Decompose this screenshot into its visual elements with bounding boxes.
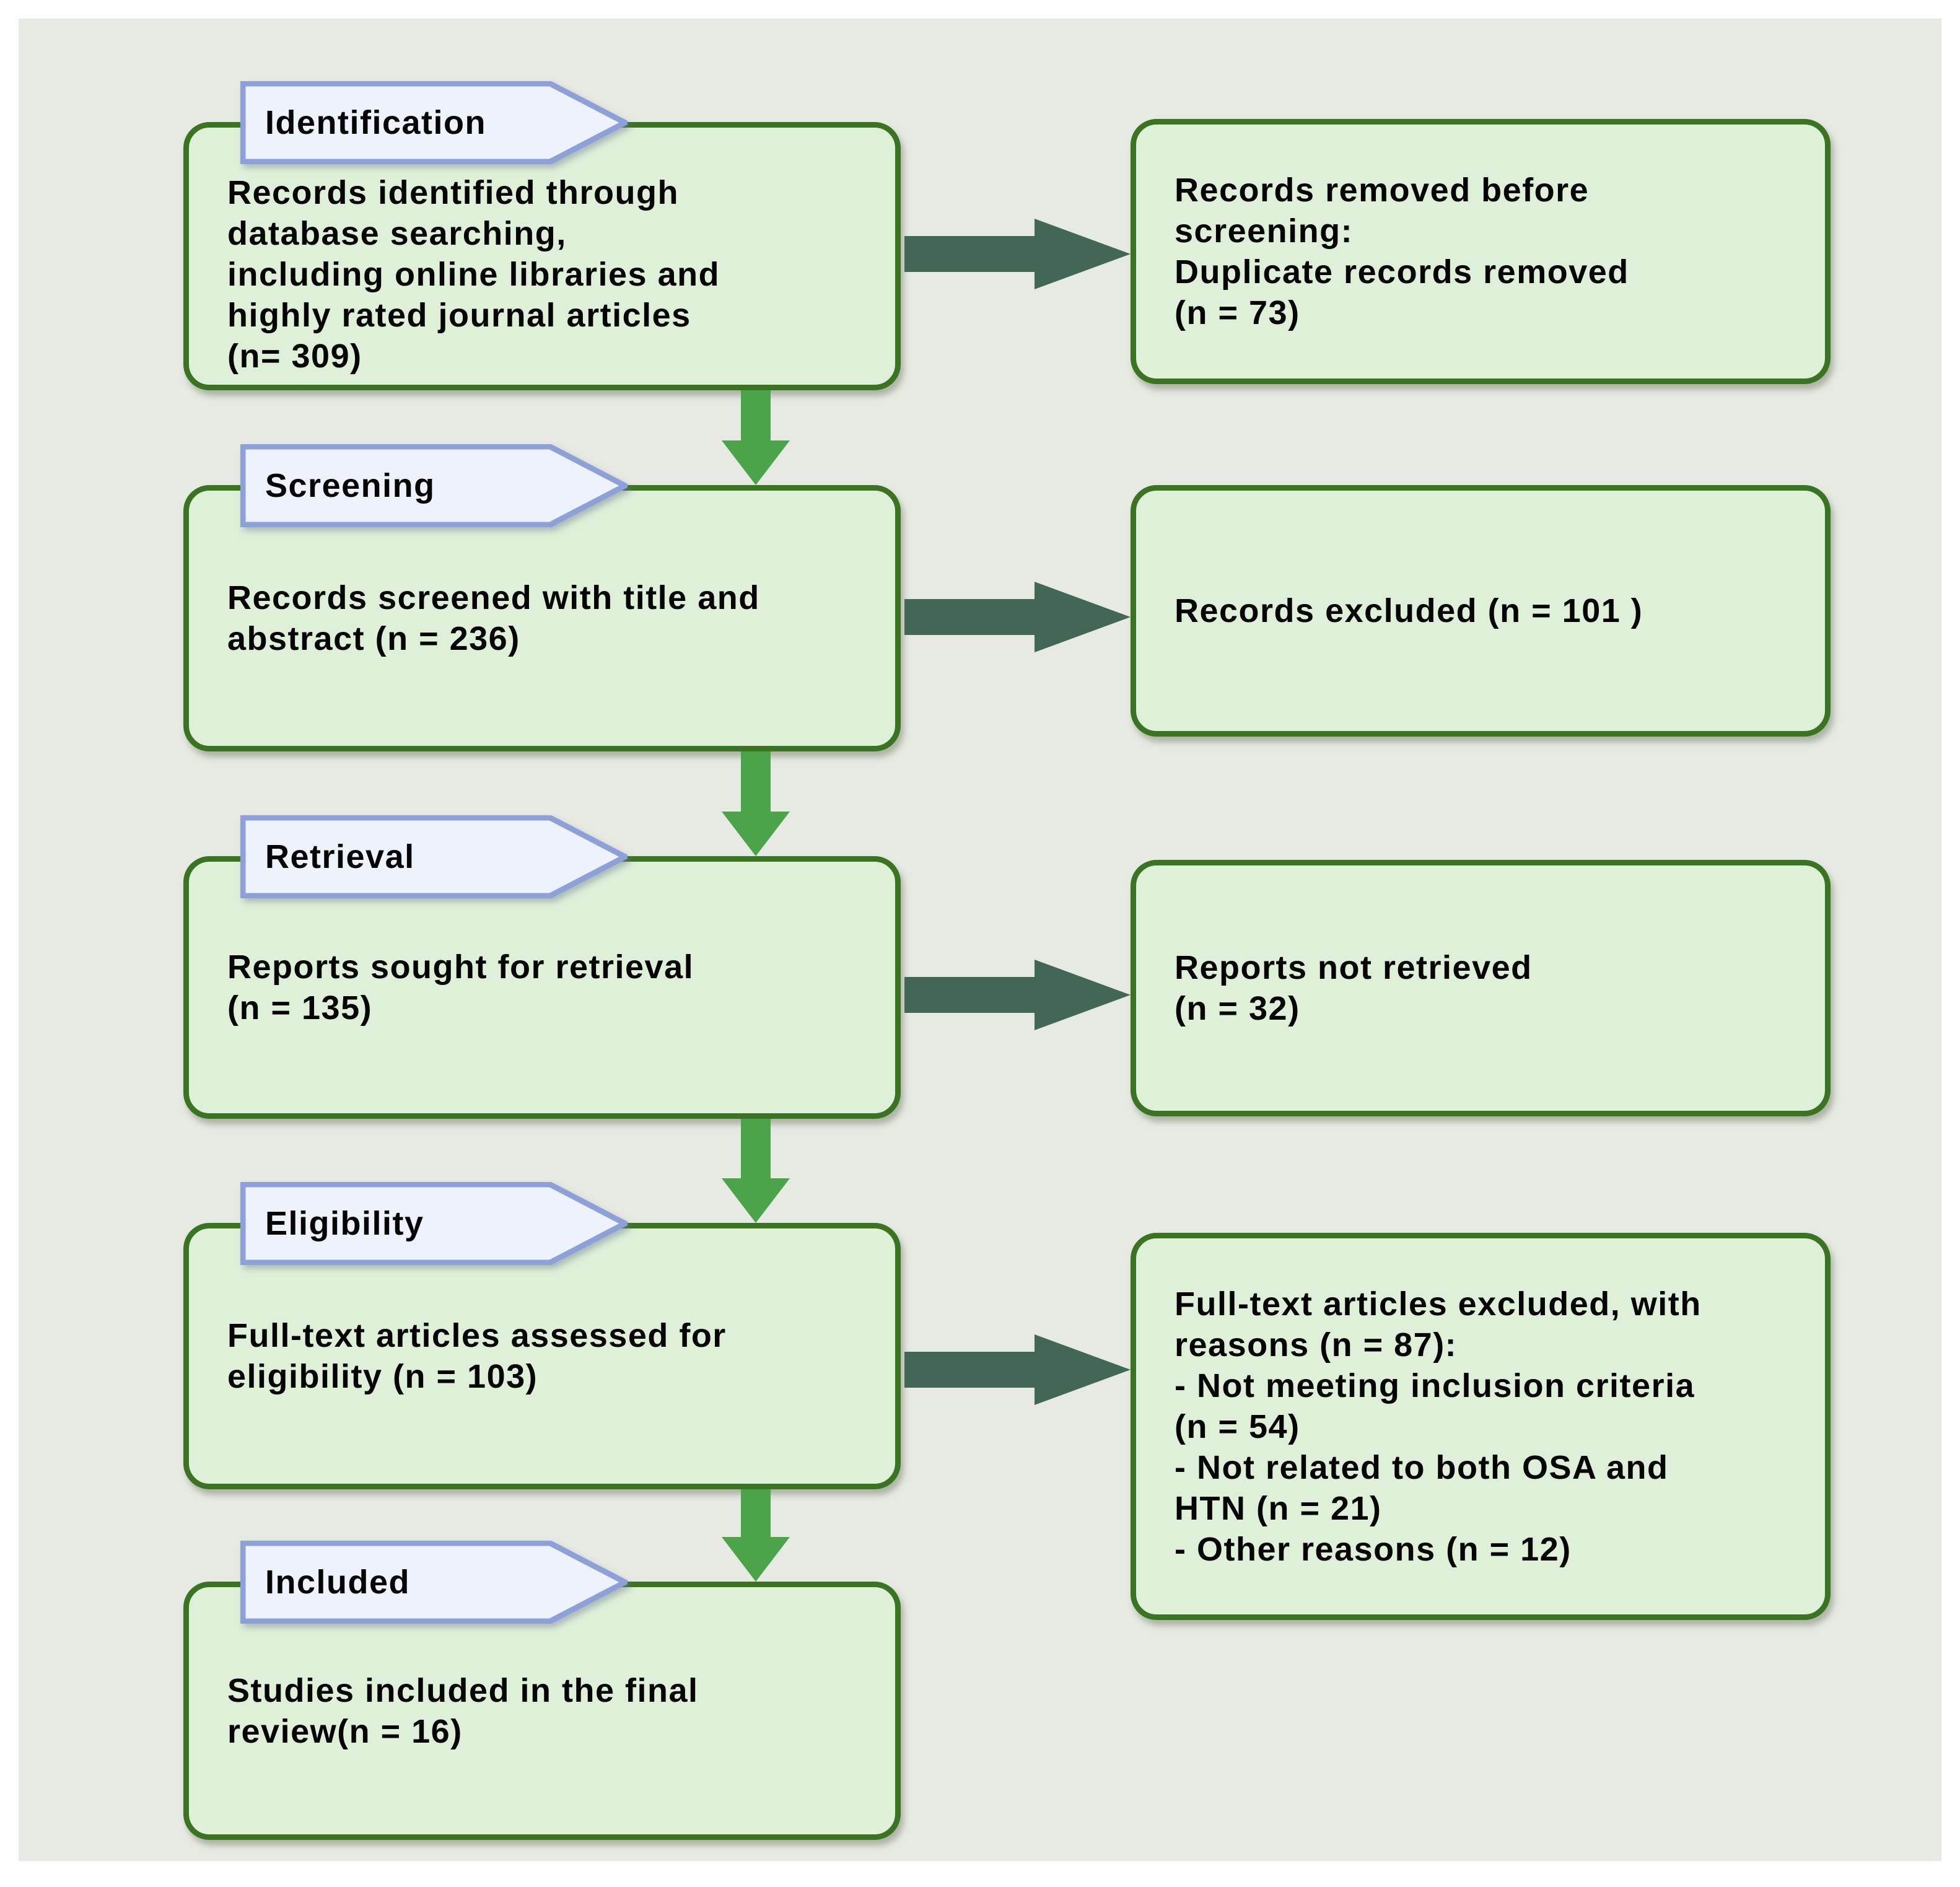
tab-included-label: Included <box>265 1564 411 1601</box>
stage-tab-arrow-shape <box>240 81 628 164</box>
arrow-identified-to-removed-icon <box>904 219 1131 289</box>
records-identified-text: Records identified through database sear… <box>227 174 720 375</box>
box-studies-included: Studies included in the final review(n =… <box>183 1582 901 1840</box>
arrow-shaft <box>741 1489 771 1538</box>
arrow-shaft <box>741 751 771 812</box>
box-reports-not-retrieved: Reports not retrieved (n = 32) <box>1131 860 1831 1116</box>
tab-eligibility-label: Eligibility <box>265 1205 424 1242</box>
arrow-sought-to-not-retrieved-icon <box>904 960 1131 1030</box>
tab-included: Included <box>240 1541 628 1624</box>
arrow-shaft <box>904 236 1036 272</box>
arrow-head <box>1035 582 1131 652</box>
diagram-canvas: Records identified through database sear… <box>19 19 1941 1861</box>
stage-tab-arrow-shape <box>240 815 628 898</box>
stage-tab-arrow-shape <box>240 1182 628 1265</box>
tab-eligibility: Eligibility <box>240 1182 628 1265</box>
records-removed-text: Records removed before screening: Duplic… <box>1175 172 1629 331</box>
reports-sought-text: Reports sought for retrieval (n = 135) <box>227 948 694 1027</box>
tab-identification-label: Identification <box>265 104 486 141</box>
tab-identification: Identification <box>240 81 628 164</box>
arrow-head <box>722 440 790 485</box>
tab-retrieval-label: Retrieval <box>265 838 415 875</box>
fulltext-excluded-text: Full-text articles excluded, with reason… <box>1175 1285 1702 1568</box>
arrow-head <box>1035 1334 1131 1405</box>
arrow-assessed-to-fulltext-excluded-icon <box>904 1334 1131 1405</box>
arrow-screening-to-retrieval-icon <box>722 751 790 856</box>
records-excluded-text: Records excluded (n = 101 ) <box>1175 592 1643 629</box>
arrow-head <box>722 1178 790 1223</box>
arrow-shaft <box>904 977 1036 1013</box>
arrow-head <box>1035 219 1131 289</box>
box-records-excluded: Records excluded (n = 101 ) <box>1131 485 1831 737</box>
arrow-screened-to-excluded-icon <box>904 582 1131 652</box>
tab-screening-label: Screening <box>265 467 435 504</box>
arrow-retrieval-to-eligibility-icon <box>722 1119 790 1223</box>
arrow-eligibility-to-included-icon <box>722 1489 790 1582</box>
arrow-head <box>722 1537 790 1582</box>
arrow-shaft <box>904 1352 1036 1388</box>
studies-included-text: Studies included in the final review(n =… <box>227 1671 699 1750</box>
reports-not-retrieved-text: Reports not retrieved (n = 32) <box>1175 949 1533 1027</box>
arrow-identification-to-screening-icon <box>722 390 790 485</box>
arrow-head <box>1035 960 1131 1030</box>
box-fulltext-assessed: Full-text articles assessed for eligibil… <box>183 1223 901 1489</box>
stage-tab-arrow-shape <box>240 1541 628 1624</box>
tab-screening: Screening <box>240 444 628 527</box>
fulltext-assessed-text: Full-text articles assessed for eligibil… <box>227 1317 727 1395</box>
box-fulltext-excluded: Full-text articles excluded, with reason… <box>1131 1233 1831 1620</box>
records-screened-text: Records screened with title and abstract… <box>227 579 760 657</box>
arrow-head <box>722 812 790 856</box>
box-reports-sought: Reports sought for retrieval (n = 135) <box>183 856 901 1119</box>
box-records-identified: Records identified through database sear… <box>183 122 901 390</box>
arrow-shaft <box>904 599 1036 635</box>
tab-retrieval: Retrieval <box>240 815 628 898</box>
arrow-shaft <box>741 1119 771 1179</box>
stage-tab-arrow-shape <box>240 444 628 527</box>
arrow-shaft <box>741 390 771 441</box>
box-records-removed: Records removed before screening: Duplic… <box>1131 119 1831 384</box>
